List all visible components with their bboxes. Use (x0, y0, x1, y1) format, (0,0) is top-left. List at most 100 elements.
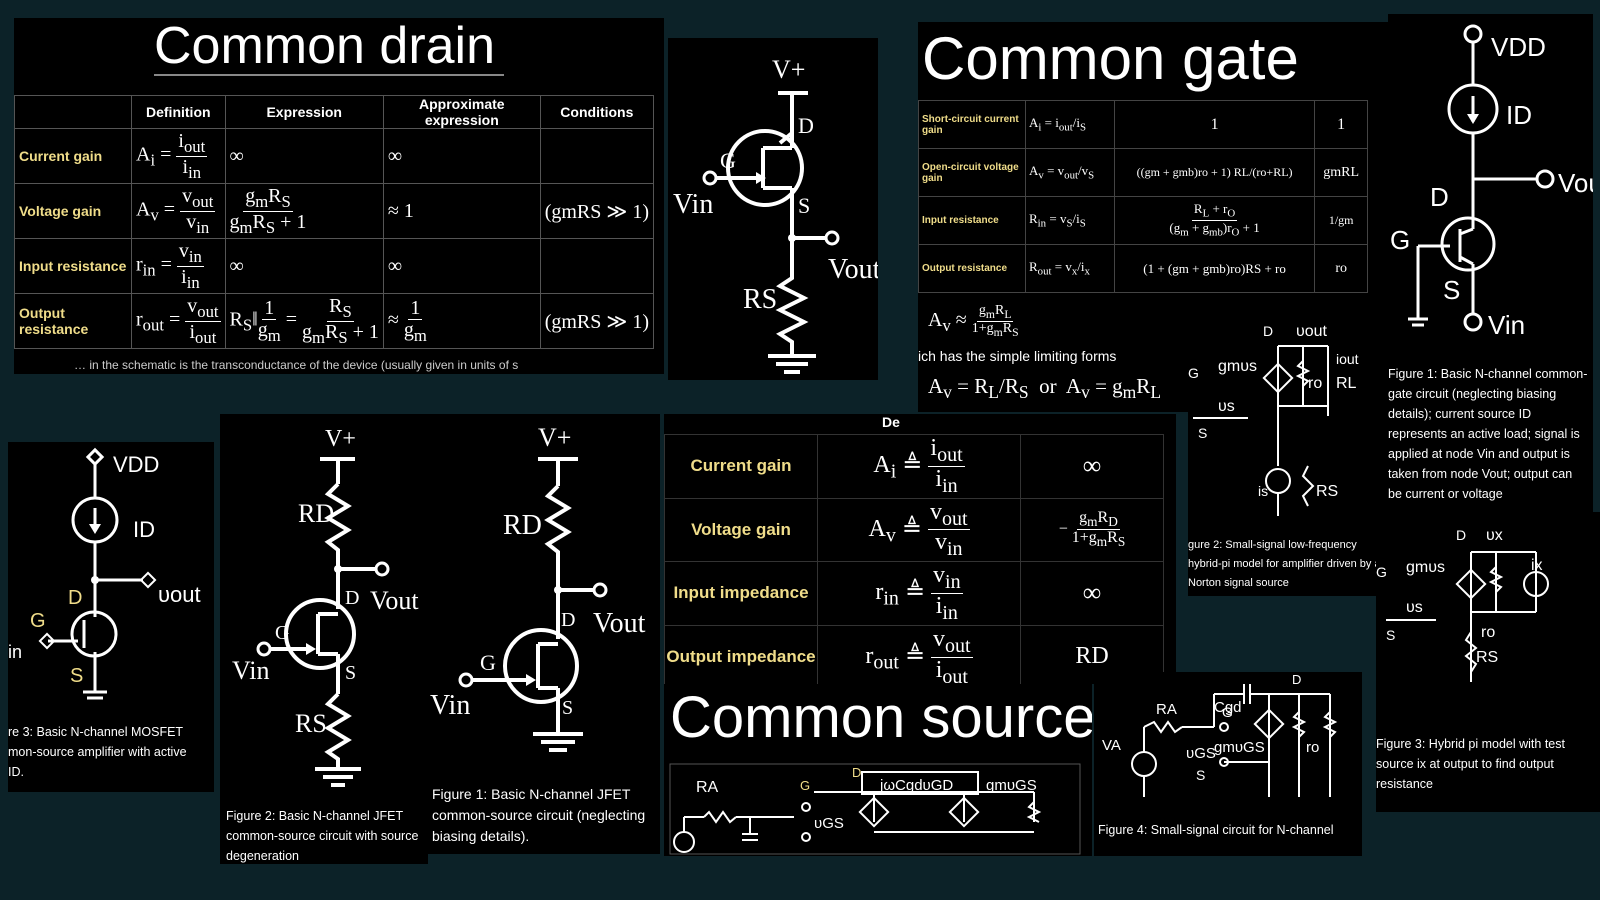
rs-label: RS (1316, 483, 1338, 500)
definition-cell: Rin = vS/iS (1025, 196, 1115, 245)
common-gate-table: Short-circuit current gain Ai = iout/iS … (918, 100, 1368, 293)
rs-label: RS (743, 284, 777, 315)
rs-label: RS (295, 709, 327, 738)
condition-cell (539, 238, 655, 294)
rl-label: RL (1336, 375, 1357, 392)
vin-label: Vin (430, 690, 470, 721)
common-source-figure3-caption: re 3: Basic N-channel MOSFET mon-source … (8, 725, 187, 779)
gmvgs-label: gmυGS (986, 777, 1037, 794)
common-source-title-panel: Common source RA G D υGS jωCgdυGD gmυGS (664, 684, 1092, 856)
table-row: Output resistance Rout = vx/ix (1 + (gm … (918, 244, 1368, 293)
approx-cell: gmRL (1314, 148, 1368, 197)
gmvs-label: gmυs (1406, 559, 1445, 576)
rd-label: RD (298, 499, 334, 528)
gate-label: G (1222, 704, 1233, 720)
vplus-label: V+ (325, 426, 356, 452)
id-label: ID (1506, 100, 1532, 130)
drain-label: D (852, 765, 861, 780)
drain-label: D (1263, 323, 1273, 339)
drain-label: D (1292, 672, 1301, 687)
source-label: S (345, 662, 356, 684)
title-underline (154, 74, 504, 76)
value-cell: ∞ (1020, 561, 1164, 626)
row-label: Input resistance (14, 238, 132, 294)
jwcgd-label: jωCgdυGD (879, 777, 953, 794)
vx-label: υx (1486, 527, 1503, 544)
gate-label: G (1390, 225, 1410, 255)
source-label: S (1443, 275, 1460, 305)
row-label: Voltage gain (664, 497, 818, 563)
common-gate-figure1-caption: Figure 1: Basic N-channel common-gate ci… (1388, 367, 1588, 501)
source-label: S (798, 193, 810, 218)
condition-cell: (gmRS ≫ 1) (539, 183, 655, 239)
row-label: Current gain (14, 128, 132, 184)
condition-cell: (gmRS ≫ 1) (539, 293, 655, 349)
cgd-label: Cgd (1214, 699, 1242, 716)
row-label: Open-circuit voltage gain (918, 148, 1026, 197)
expression-cell: 1 (1113, 100, 1316, 149)
row-label: Voltage gain (14, 183, 132, 239)
approx-cell: ∞ (382, 128, 541, 184)
vs-label: υs (1218, 398, 1235, 415)
definition-cell: Ai = iout/iS (1025, 100, 1115, 149)
drain-label: D (798, 113, 814, 138)
vs-label: υs (1406, 599, 1423, 616)
rd-label: RD (503, 510, 542, 541)
gate-label: G (800, 778, 810, 793)
common-source-fig4-panel: VA RA G υGS S Cgd gmυGS ro D Figure 4: S… (1094, 672, 1362, 856)
vout-label: υout (1296, 323, 1328, 340)
common-drain-panel: Common drain Definition Expression Appro… (14, 18, 664, 374)
vdd-label: VDD (113, 452, 159, 477)
source-label: S (70, 665, 83, 687)
vout-label: Vout (1558, 168, 1593, 198)
vplus-label: V+ (538, 423, 571, 452)
row-label: Output impedance (664, 624, 818, 684)
source-label: S (1386, 627, 1395, 643)
mosfet-panel: VDD ID υout D G S in re 3: Basic N-chann… (8, 442, 214, 792)
test-source-circuit: D υx ix gmυs G υs S ro RS (1376, 527, 1549, 682)
rs-label: RS (1476, 649, 1498, 666)
gate-label: G (30, 610, 46, 632)
footnote: … in the schematic is the transconductan… (74, 358, 519, 372)
vout-label: Vout (370, 586, 419, 615)
common-source-small-signal: RA G D υGS jωCgdυGD gmυGS (669, 763, 1081, 855)
common-gate-figure2-caption: gure 2: Small-signal low-frequency hybri… (1188, 539, 1381, 589)
ra-label: RA (696, 779, 719, 796)
common-source-title: Common source (670, 685, 1092, 750)
common-drain-table: Definition Expression Approximate expres… (14, 95, 655, 349)
jfet-degeneration-circuit: V+ RD D Vout G S Vin RS (232, 426, 419, 787)
table-row: Input resistance Rin = vS/iS RL + rO(gm … (918, 196, 1368, 245)
vout-label: Vout (828, 254, 878, 285)
header-approx: Approximate expression (382, 95, 541, 129)
vin-label: Vin (232, 656, 269, 685)
condition-cell (539, 128, 655, 184)
common-gate-circuit: VDD ID Vout D G S Vin (1390, 24, 1593, 340)
ro-label: ro (1481, 624, 1495, 641)
gate-label: G (1188, 365, 1199, 381)
source-label: S (562, 697, 573, 719)
source-label: S (1198, 425, 1207, 441)
row-label: Short-circuit current gain (918, 100, 1026, 149)
row-label: Input impedance (664, 561, 818, 626)
common-drain-circuit: V+ D G S Vin Vout RS (673, 55, 878, 374)
vout-label: υout (158, 582, 201, 607)
header-conditions: Conditions (539, 95, 655, 129)
row-label: Current gain (664, 434, 818, 499)
value-cell: ∞ (1020, 434, 1164, 499)
vplus-label: V+ (772, 55, 805, 84)
common-gate-title: Common gate (922, 25, 1299, 92)
gmvgs-label: gmυGS (1214, 739, 1265, 756)
vdd-label: VDD (1491, 32, 1546, 62)
drain-label: D (1430, 182, 1449, 212)
vin-fragment: in (8, 642, 22, 662)
